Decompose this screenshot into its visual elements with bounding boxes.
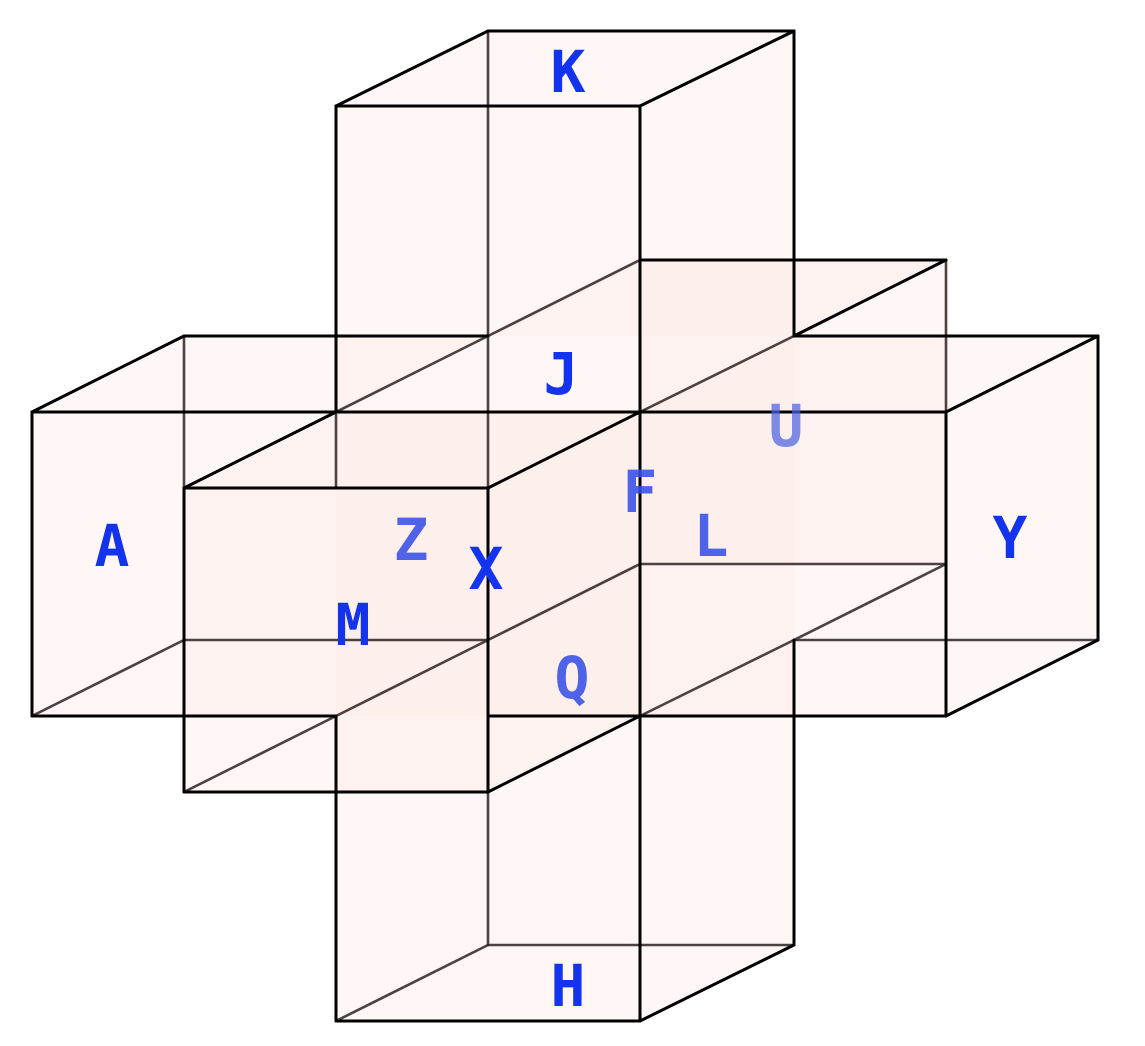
visible-edges (30, 29, 1100, 1023)
face-y-side (946, 336, 1098, 716)
label-k: K (551, 38, 586, 106)
label-u: U (769, 392, 804, 460)
face-column-side (640, 31, 794, 1021)
label-j: J (544, 340, 579, 408)
label-y: Y (993, 504, 1028, 572)
label-x: X (469, 535, 504, 603)
label-l: L (694, 502, 729, 570)
label-a: A (95, 512, 130, 580)
label-m: M (336, 591, 371, 659)
label-f: F (623, 458, 658, 526)
face-labels: K J U F A Z X L Y M Q H (95, 38, 1028, 1020)
label-h: H (551, 952, 586, 1020)
label-z: Z (394, 506, 429, 574)
label-q: Q (555, 644, 590, 712)
cube-faces (32, 31, 1098, 1021)
